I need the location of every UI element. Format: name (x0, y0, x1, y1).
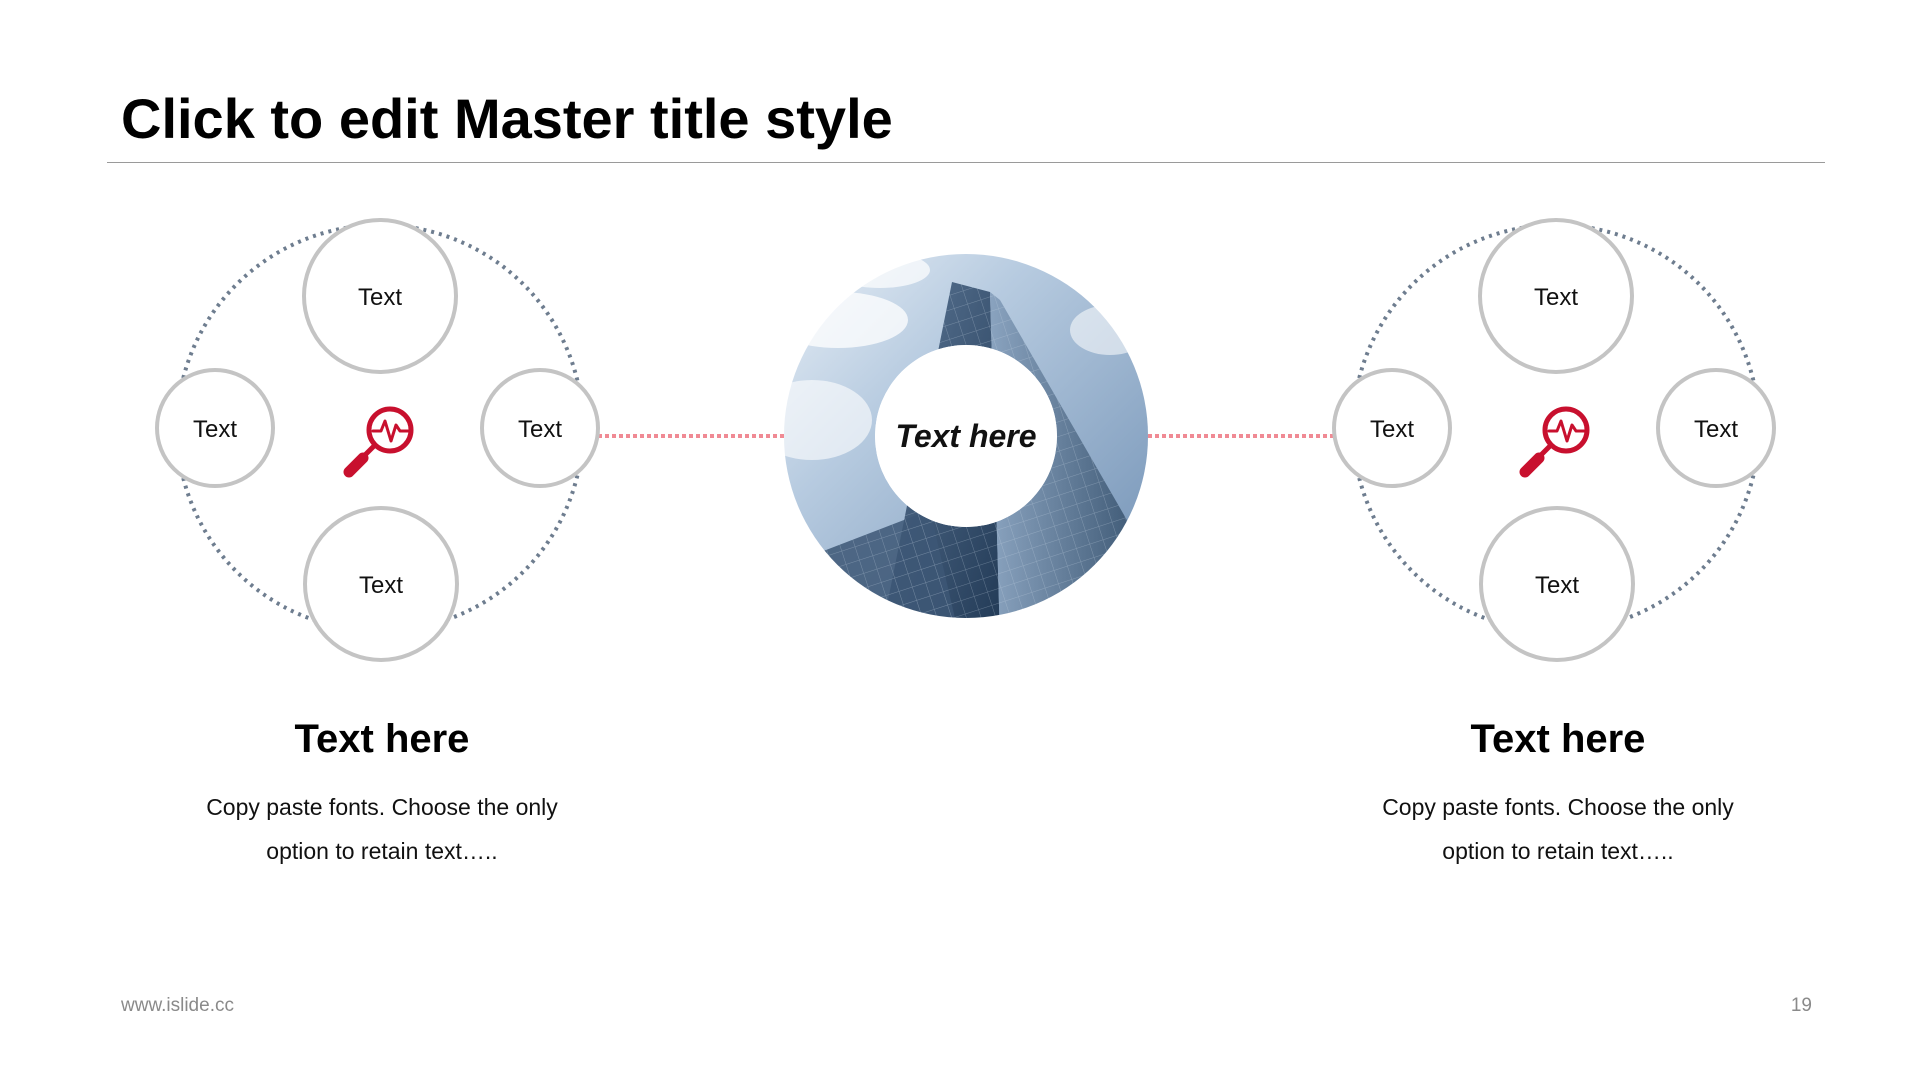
left-node-left[interactable]: Text (155, 368, 275, 488)
right-cluster: Text Text Text Text (1332, 218, 1776, 662)
right-description-line1: Copy paste fonts. Choose the only (1382, 794, 1734, 820)
center-label[interactable]: Text here (895, 418, 1036, 454)
right-heading[interactable]: Text here (1470, 717, 1646, 761)
center-photo-ring: Text here (784, 254, 1148, 618)
center-label-circle (875, 345, 1057, 527)
left-description[interactable]: Copy paste fonts. Choose the only option… (132, 785, 632, 873)
right-node-bottom[interactable]: Text (1479, 506, 1635, 662)
right-node-left[interactable]: Text (1332, 368, 1452, 488)
magnifier-pulse-icon (1519, 406, 1590, 478)
right-node-left-label: Text (1370, 416, 1414, 443)
left-node-bottom[interactable]: Text (303, 506, 459, 662)
left-node-left-label: Text (193, 416, 237, 443)
right-node-top-label: Text (1534, 284, 1578, 311)
right-node-top[interactable]: Text (1478, 218, 1634, 374)
left-description-line2: option to retain text….. (266, 838, 498, 864)
right-node-right[interactable]: Text (1656, 368, 1776, 488)
left-node-bottom-label: Text (359, 572, 403, 599)
left-node-right-label: Text (518, 416, 562, 443)
left-node-top-label: Text (358, 284, 402, 311)
left-node-top[interactable]: Text (302, 218, 458, 374)
right-node-right-label: Text (1694, 416, 1738, 443)
slide-title[interactable]: Click to edit Master title style (121, 87, 893, 150)
left-description-line1: Copy paste fonts. Choose the only (206, 794, 558, 820)
footer-url: www.islide.cc (121, 995, 234, 1016)
right-description[interactable]: Copy paste fonts. Choose the only option… (1308, 785, 1808, 873)
title-divider (107, 162, 1825, 163)
right-node-bottom-label: Text (1535, 572, 1579, 599)
left-node-right[interactable]: Text (480, 368, 600, 488)
right-description-line2: option to retain text….. (1442, 838, 1674, 864)
left-cluster: Text Text Text Text (155, 218, 600, 662)
page-number: 19 (1790, 995, 1812, 1016)
left-heading[interactable]: Text here (294, 717, 470, 761)
magnifier-pulse-icon (343, 406, 414, 478)
